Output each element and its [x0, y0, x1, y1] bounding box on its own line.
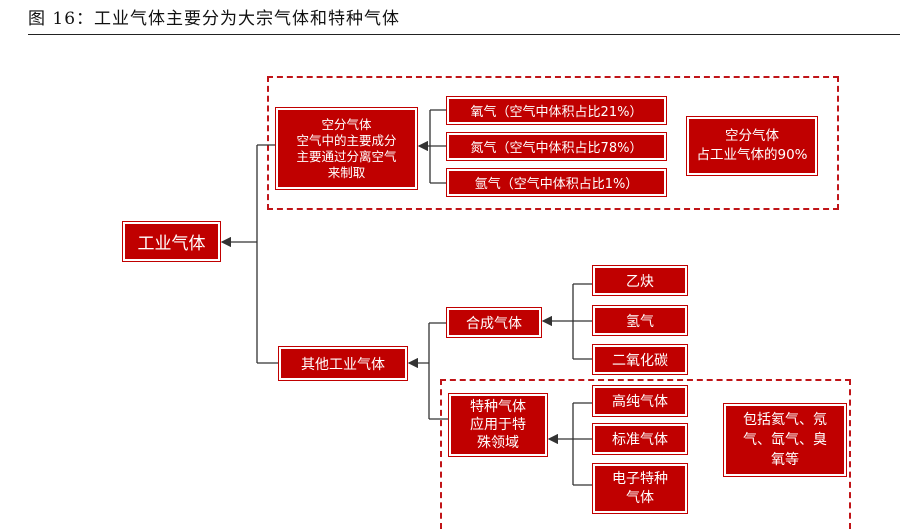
- high-purity-gas-node: 高纯气体: [591, 384, 689, 418]
- other-industrial-gas-node: 其他工业气体: [277, 345, 409, 382]
- synthetic-gas-node: 合成气体: [445, 306, 543, 339]
- acetylene-node: 乙炔: [591, 264, 689, 297]
- figure-title: 图 16：工业气体主要分为大宗气体和特种气体: [28, 9, 401, 29]
- standard-gas-node: 标准气体: [591, 422, 689, 456]
- air-separation-gas-node: 空分气体 空气中的主要成分 主要通过分离空气 来制取: [274, 106, 419, 191]
- industrial-gas-node: 工业气体: [121, 220, 222, 263]
- oxygen-node: 氧气（空气中体积占比21%）: [445, 95, 668, 126]
- special-gas-examples-note: 包括氦气、氖 气、氙气、臭 氧等: [722, 402, 848, 478]
- special-gas-node: 特种气体 应用于特 殊领域: [447, 392, 549, 458]
- special-gas-group: [440, 379, 851, 529]
- air-share-note: 空分气体 占工业气体的90%: [685, 115, 819, 177]
- title-rule: [28, 34, 900, 35]
- electronic-special-gas-node: 电子特种 气体: [591, 462, 689, 515]
- argon-node: 氩气（空气中体积占比1%）: [445, 167, 668, 198]
- carbon-dioxide-node: 二氧化碳: [591, 343, 689, 376]
- air-separation-group: [267, 76, 839, 210]
- hydrogen-node: 氢气: [591, 304, 689, 337]
- nitrogen-node: 氮气（空气中体积占比78%）: [445, 131, 668, 162]
- connector-lines: [220, 109, 593, 486]
